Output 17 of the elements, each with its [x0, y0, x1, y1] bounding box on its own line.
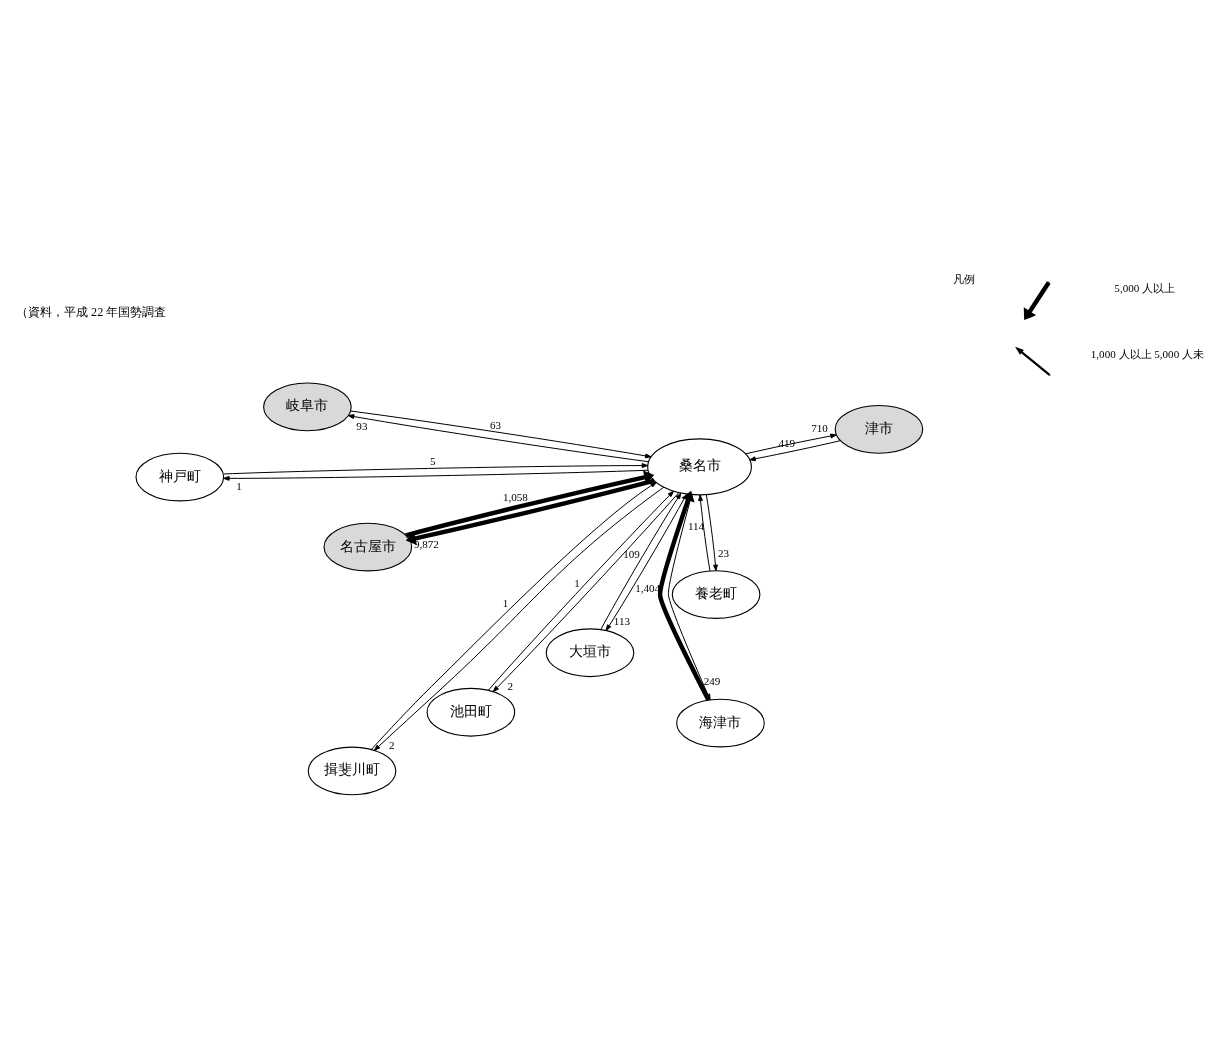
label: 凡例 [953, 272, 976, 285]
edge-label: 1 [574, 576, 580, 589]
edge-label: 63 [490, 419, 502, 432]
edge-label: 249 [703, 674, 721, 687]
legend-label: 1,000 人以上 5,000 人未 [1090, 347, 1204, 360]
edge-label: 1 [502, 597, 509, 610]
edge-label: 1,404 [635, 581, 661, 594]
edge-label: 113 [613, 615, 630, 628]
legend-label: 5,000 人以上 [1114, 282, 1176, 295]
edge-label: 1 [236, 480, 242, 493]
label: （資料，平成 22 年国勢調査 [16, 304, 167, 319]
edge-label: 109 [623, 547, 640, 560]
edge-label: 93 [356, 419, 368, 432]
edge-label: 1,058 [502, 491, 528, 504]
edge-label: 5 [429, 454, 436, 467]
edge-label: 710 [811, 421, 828, 434]
edge-label: 23 [717, 547, 729, 560]
